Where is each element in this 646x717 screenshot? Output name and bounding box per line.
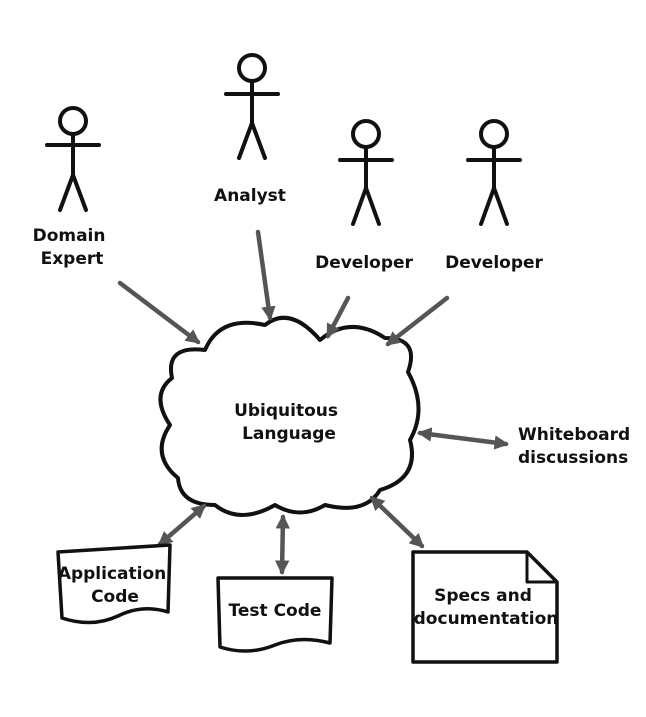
label-analyst: Analyst: [214, 186, 286, 206]
arrow-cloud-application-code: [157, 503, 207, 547]
arrow-cloud-whiteboard: [417, 427, 509, 450]
arrow-cloud-test-code: [275, 514, 290, 575]
actor-analyst-figure: [224, 53, 280, 160]
arrow-analyst-to-cloud: [255, 229, 276, 321]
label-specs-documentation: Specs and documentation: [414, 586, 559, 629]
label-test-code: Test Code: [229, 601, 322, 621]
label-developer-1: Developer: [315, 253, 413, 273]
label-whiteboard-discussions: Whiteboard discussions: [518, 425, 636, 468]
doc-application-code-shape: [56, 543, 172, 625]
actor-domain-expert-figure: [45, 106, 101, 212]
arrow-domain-expert-to-cloud: [117, 280, 201, 345]
label-developer-2: Developer: [445, 253, 543, 273]
label-ubiquitous-language: Ubiquitous Language: [234, 401, 344, 444]
actor-developer-1-figure: [338, 119, 394, 226]
arrow-developer-1-to-cloud: [325, 295, 351, 339]
arrow-cloud-specs: [369, 495, 425, 549]
doc-test-code-shape: [216, 576, 334, 653]
actor-developer-2-figure: [466, 119, 522, 226]
doc-specs-shape: [411, 550, 559, 664]
ubiquitous-language-cloud: [158, 315, 421, 517]
label-application-code: Application Code: [58, 564, 172, 607]
arrow-developer-2-to-cloud: [385, 295, 450, 347]
label-domain-expert: Domain Expert: [33, 226, 112, 269]
